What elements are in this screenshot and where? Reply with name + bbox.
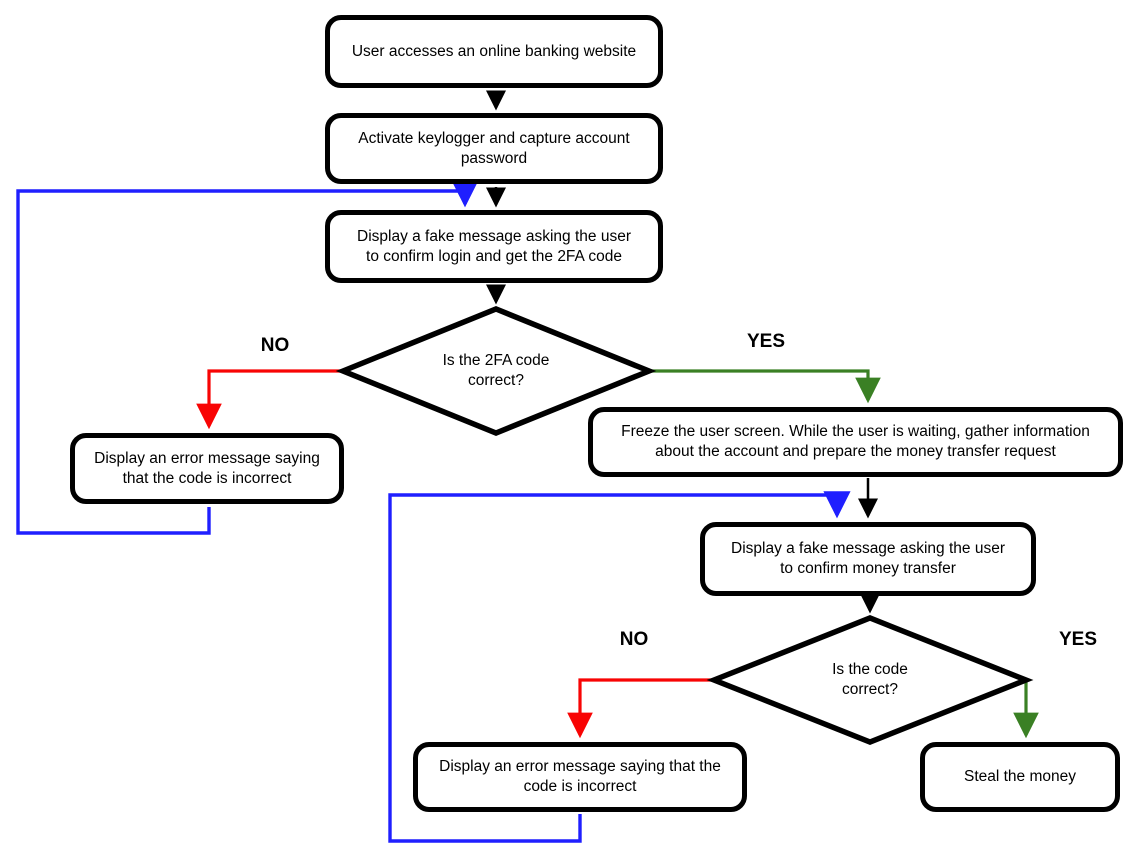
node-error-transfer-label: Display an error message saying that the… (439, 758, 721, 795)
edge-yes-2fa-to-freeze (649, 369, 881, 404)
edge-loop-error-transfer-to-fake-transfer (388, 491, 851, 843)
node-error-2fa: Display an error message saying that the… (70, 433, 344, 504)
edge-label-yes-transfer: YES (1058, 629, 1098, 650)
node-error-transfer: Display an error message saying that the… (413, 742, 747, 812)
node-freeze-screen-label: Freeze the user screen. While the user i… (621, 423, 1090, 460)
node-user-access-label: User accesses an online banking website (351, 42, 637, 60)
node-steal-money: Steal the money (920, 742, 1120, 812)
node-fake-login-message-label: Display a fake message asking the user t… (357, 227, 631, 265)
node-freeze-screen: Freeze the user screen. While the user i… (588, 407, 1123, 477)
node-keylogger: Activate keylogger and capture account p… (325, 113, 663, 184)
edge-loop-error-2fa-to-fake-login (16, 180, 479, 535)
node-fake-login-message: Display a fake message asking the user t… (325, 210, 663, 283)
edge-no-transfer-to-error (567, 678, 714, 739)
edge-no-2fa-to-error (196, 369, 343, 430)
edge-label-yes-2fa: YES (746, 331, 786, 352)
node-fake-transfer-message: Display a fake message asking the user t… (700, 522, 1036, 596)
decision-2fa-label: Is the 2FA code correct? (442, 352, 550, 389)
edge-label-no-2fa: NO (260, 335, 290, 356)
decision-transfer-label: Is the code correct? (832, 661, 908, 698)
node-steal-money-label: Steal the money (963, 768, 1076, 786)
edge-label-no-transfer: NO (619, 629, 649, 650)
decision-2fa: Is the 2FA code correct? (396, 341, 596, 401)
node-fake-transfer-message-label: Display a fake message asking the user t… (731, 540, 1005, 577)
decision-transfer: Is the code correct? (770, 650, 970, 710)
node-user-access: User accesses an online banking website (325, 15, 663, 88)
decision-transfer-shape (706, 615, 1034, 745)
decision-2fa-shape (335, 306, 657, 436)
node-error-2fa-label: Display an error message saying that the… (94, 449, 320, 487)
node-keylogger-label: Activate keylogger and capture account p… (358, 129, 630, 167)
